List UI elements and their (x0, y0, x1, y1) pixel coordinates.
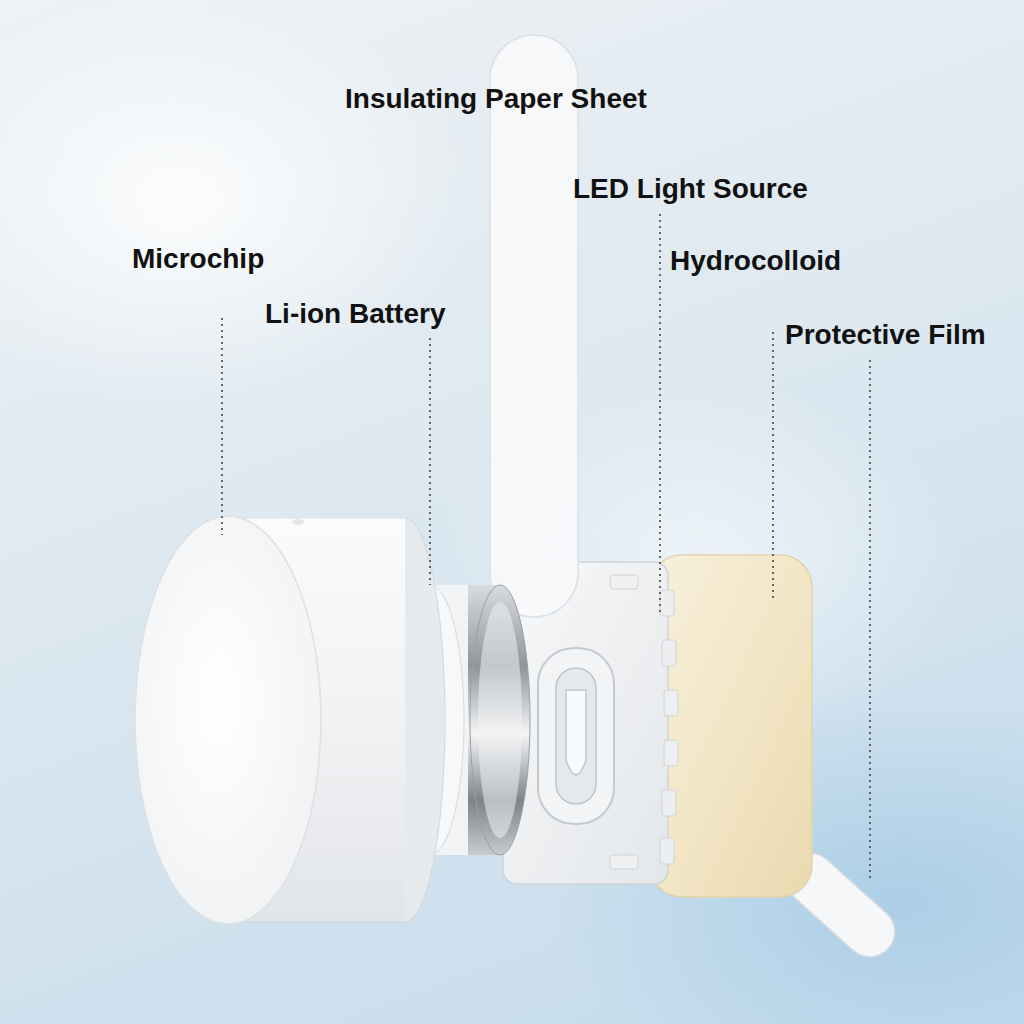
label-holder: Microchip (132, 242, 264, 276)
label-holder: Hydrocolloid (670, 244, 841, 278)
insulating-sheet (490, 35, 578, 617)
part-label: LED Light Source (573, 172, 808, 206)
hydrocolloid-pad (650, 555, 812, 897)
label-holder: Protective Film (785, 318, 986, 352)
leader-line (659, 214, 661, 612)
part-label: Microchip (132, 242, 264, 276)
part-label: Protective Film (785, 318, 986, 352)
label-holder: Li-ion Battery (265, 297, 445, 331)
microchip-housing (135, 516, 445, 924)
part-label: Hydrocolloid (670, 244, 841, 278)
part-label: Insulating Paper Sheet (345, 82, 647, 116)
part-label: Li-ion Battery (265, 297, 445, 331)
leader-line (429, 338, 431, 585)
leader-line (221, 318, 223, 535)
leader-line (772, 332, 774, 600)
leader-line (869, 360, 871, 882)
label-holder: LED Light Source (573, 172, 808, 206)
label-holder: Insulating Paper Sheet (345, 82, 647, 116)
leader-lines (222, 214, 870, 882)
